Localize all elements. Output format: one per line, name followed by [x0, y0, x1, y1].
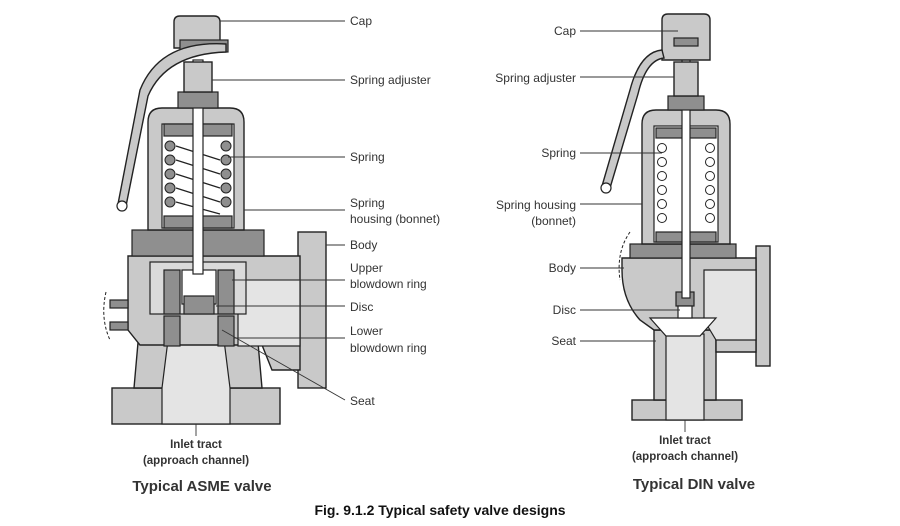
din-label-seat: Seat: [551, 334, 576, 348]
din-label-inlet-line2: (approach channel): [632, 451, 738, 463]
asme-label-spring: Spring: [350, 150, 385, 164]
din-valve-drawing: [600, 13, 771, 421]
din-label-disc: Disc: [553, 303, 576, 317]
asme-label-spring-housing-line1: Spring: [350, 196, 385, 210]
din-label-spring: Spring: [541, 146, 576, 160]
asme-label-inlet-line2: (approach channel): [143, 455, 249, 467]
asme-label-spring-housing-line2: housing (bonnet): [350, 212, 440, 226]
asme-label-lower-ring-line1: Lower: [350, 324, 383, 338]
din-leader-lines: [580, 30, 686, 432]
din-label-body: Body: [549, 261, 576, 275]
asme-label-inlet-line1: Inlet tract: [170, 439, 222, 451]
asme-label-cap: Cap: [350, 14, 372, 28]
asme-label-disc: Disc: [350, 300, 373, 314]
asme-label-upper-ring-line2: blowdown ring: [350, 277, 427, 291]
din-label-spring-housing-line2: (bonnet): [531, 214, 576, 228]
asme-label-lower-ring-line2: blowdown ring: [350, 341, 427, 355]
din-label-inlet-line1: Inlet tract: [659, 435, 711, 447]
asme-label-upper-ring-line1: Upper: [350, 261, 383, 275]
asme-label-seat: Seat: [350, 394, 375, 408]
asme-valve-drawing: [103, 15, 327, 425]
asme-label-spring-adjuster: Spring adjuster: [350, 73, 431, 87]
din-label-cap: Cap: [554, 24, 576, 38]
din-subtitle: Typical DIN valve: [633, 476, 755, 493]
figure-caption: Fig. 9.1.2 Typical safety valve designs: [314, 502, 565, 518]
din-label-spring-housing-line1: Spring housing: [496, 198, 576, 212]
asme-label-body: Body: [350, 238, 377, 252]
asme-leader-lines: [195, 20, 346, 436]
din-label-spring-adjuster: Spring adjuster: [495, 71, 576, 85]
asme-subtitle: Typical ASME valve: [132, 478, 271, 495]
